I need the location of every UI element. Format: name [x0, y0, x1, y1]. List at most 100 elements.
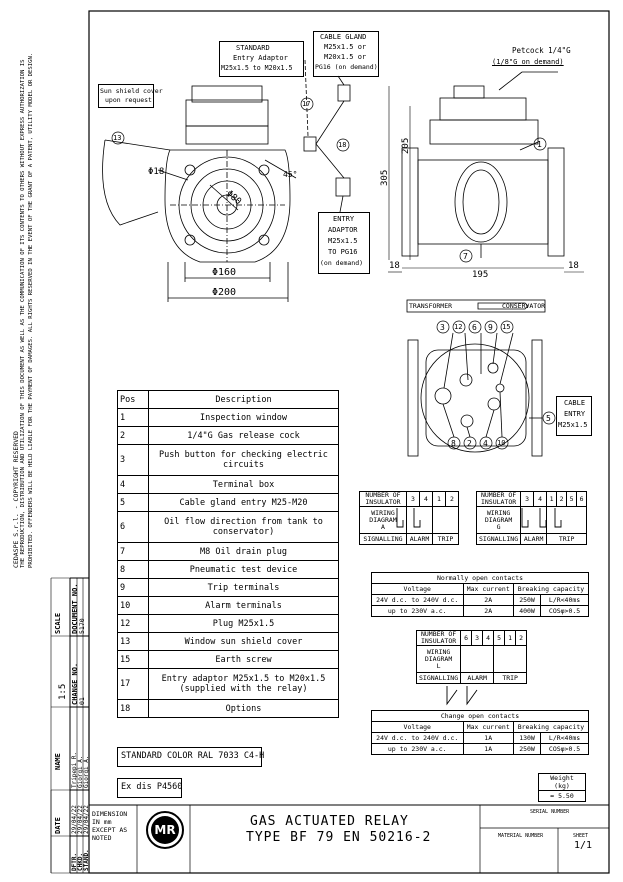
balloon-1: 1: [537, 140, 542, 149]
nc-current: 1A: [462, 732, 514, 744]
diagram-letter-a: A: [381, 522, 385, 531]
trip-label: TRIP: [493, 672, 528, 684]
signalling-label: SIGNALLING: [475, 533, 522, 545]
signalling-row: SIGNALLING ALARM TRIP: [359, 533, 459, 545]
no-power: 250W: [512, 594, 542, 606]
trip-symbol-cell: [432, 506, 459, 534]
balloon-8: 8: [451, 439, 456, 448]
parts-pos: 18: [117, 699, 149, 718]
wiring-table-a: NUMBER OF INSULATOR 3 4 1 2 WIRING DIAGR…: [359, 491, 459, 545]
balloon-2: 2: [467, 439, 472, 448]
parts-desc: Earth screw: [148, 650, 339, 669]
entry-l1: ENTRY: [333, 215, 355, 223]
insulator-row: NUMBER OF INSULATOR 3 4 1 2 5 6: [475, 491, 588, 507]
signalling-label: SIGNALLING: [359, 533, 407, 545]
insulator-cell: 2: [556, 491, 568, 507]
max-current-header: Max current: [462, 583, 514, 595]
nc-power: 130W: [512, 732, 542, 744]
parts-desc: Window sun shield cover: [148, 632, 339, 651]
parts-pos: 5: [117, 493, 149, 512]
cable-entry-l1: CABLE: [564, 399, 586, 407]
alarm-label: ALARM: [406, 533, 433, 545]
insulator-cell: 5: [493, 630, 506, 646]
balloon-13: 13: [113, 134, 122, 142]
nc-row: 24V d.c. to 240V d.c. 1A 130W L/R<40ms: [371, 732, 589, 744]
no-title: Normally open contacts: [371, 572, 589, 584]
insulator-cell: 1: [504, 630, 517, 646]
no-row: 24V d.c. to 240V d.c. 2A 250W L/R<40ms: [371, 594, 589, 606]
transformer-label: TRANSFORMER: [409, 302, 453, 310]
no-header-row: Voltage Max current Breaking capacity: [371, 583, 590, 595]
parts-pos: 2: [117, 426, 149, 445]
nc-voltage: up to 230V a.c.: [371, 743, 464, 755]
sheet-label: SHEET: [573, 833, 589, 839]
mr-logo: MR: [146, 811, 184, 849]
signalling-label: SIGNALLING: [415, 672, 462, 684]
parts-pos: 10: [117, 596, 149, 615]
side-view: [388, 71, 584, 273]
wiring-diagram-text: WIRING DIAGRAM: [484, 508, 513, 524]
dim-w18-right: 18: [568, 261, 579, 271]
nc-title-row: Change open contacts: [371, 710, 589, 722]
dim-w195: 195: [472, 270, 489, 280]
sun-shield-l2: upon request: [105, 96, 152, 104]
parts-header-pos: Pos: [117, 390, 149, 409]
parts-desc: Entry adaptor M25x1.5 to M20x1.5 (suppli…: [148, 668, 339, 700]
cable-gland-l4: PG16 (on demand): [315, 63, 378, 71]
dim-d18: Φ18: [148, 167, 165, 177]
balloons: [111, 97, 556, 450]
balloon-5: 5: [546, 414, 551, 423]
parts-header: Pos Description: [117, 390, 339, 409]
no-current: 2A: [462, 605, 514, 617]
standard-color-box: STANDARD COLOR RAL 7033 C4-H: [117, 747, 265, 767]
no-voltage: 24V d.c. to 240V d.c.: [371, 594, 464, 606]
ex-dis-box: Ex dis P4560: [117, 778, 182, 798]
voltage-header: Voltage: [371, 721, 464, 733]
insulator-row: NUMBER OF INSULATOR 3 4 1 2: [359, 491, 459, 507]
balloon-6: 6: [472, 323, 477, 332]
alarm-label: ALARM: [520, 533, 548, 545]
ex-dis: Ex dis P4560: [121, 782, 183, 792]
parts-pos: 6: [117, 511, 149, 543]
insulator-cell: 5: [566, 491, 578, 507]
no-current: 2A: [462, 594, 514, 606]
standard-color: STANDARD COLOR RAL 7033 C4-H: [121, 751, 265, 761]
parts-desc: Push button for checking electric circui…: [148, 444, 339, 476]
nc-current: 1A: [462, 743, 514, 755]
insulator-cell: 6: [576, 491, 588, 507]
breaking-header: Breaking capacity: [512, 583, 590, 595]
adaptor-standard: STANDARD: [236, 44, 270, 52]
alarm-symbol-cell: [460, 645, 495, 673]
parts-desc: Inspection window: [148, 408, 339, 427]
sun-shield-callout: Sun shield cover upon request: [98, 84, 163, 108]
balloon-15: 15: [502, 323, 511, 331]
nc-row: up to 230V a.c. 1A 250W COSφ>0.5: [371, 743, 589, 755]
no-title-row: Normally open contacts: [371, 572, 589, 584]
alarm-symbol-cell: [406, 506, 433, 534]
petcock-l1: Petcock 1/4"G: [512, 46, 571, 55]
parts-desc: Trip terminals: [148, 578, 339, 597]
insulator-cell: 3: [406, 491, 420, 507]
balloon-7: 7: [463, 252, 468, 261]
trip-symbol-cell: [493, 645, 528, 673]
insulator-cell: 4: [419, 491, 433, 507]
drawing-title: GAS ACTUATED RELAY: [250, 814, 409, 829]
trip-label: TRIP: [432, 533, 459, 545]
insulator-cell: 3: [520, 491, 535, 507]
